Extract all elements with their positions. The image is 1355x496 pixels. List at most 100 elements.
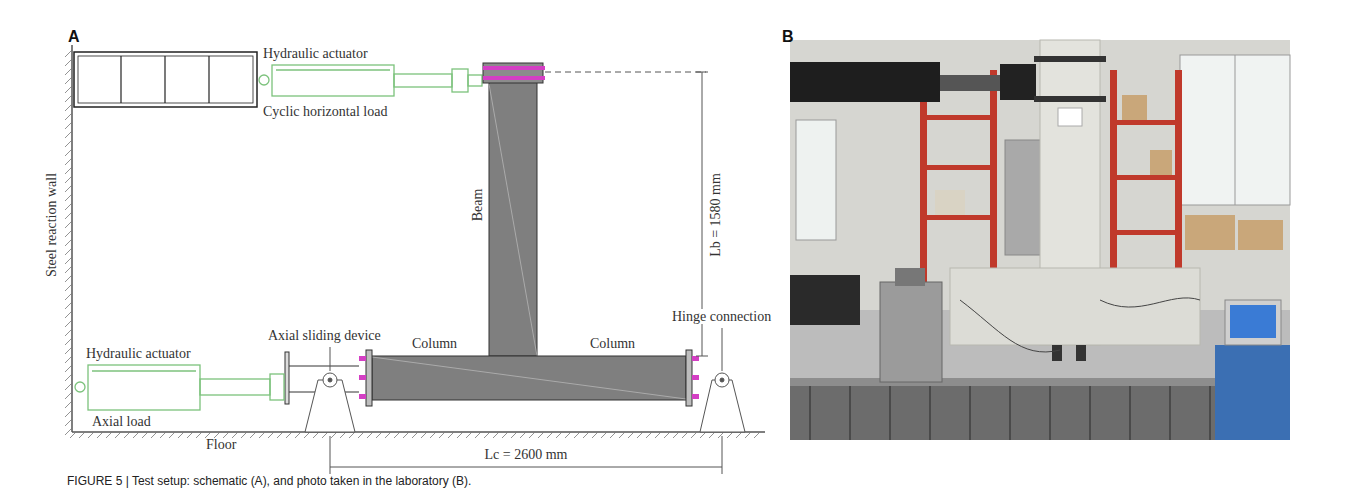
illustration-part <box>65 302 72 309</box>
illustration-part <box>483 76 545 80</box>
illustration-part <box>65 401 72 408</box>
illustration-part <box>969 386 971 440</box>
illustration-part <box>330 436 331 474</box>
illustration-part <box>65 113 72 120</box>
illustration-part <box>208 56 209 103</box>
illustration-part <box>796 120 836 240</box>
illustration-part <box>1225 300 1281 345</box>
part-label: Hinge connection <box>670 309 773 324</box>
illustration-part <box>722 328 723 371</box>
illustration-part <box>700 432 706 438</box>
hinge-support <box>700 328 745 432</box>
illustration-part <box>715 373 729 387</box>
illustration-part <box>92 370 196 371</box>
reaction-frame <box>74 52 257 107</box>
column-member <box>359 350 699 406</box>
illustration-part <box>268 432 274 438</box>
illustration-part <box>65 356 72 363</box>
illustration-part <box>200 379 270 395</box>
illustration-part <box>696 72 708 73</box>
illustration-part <box>65 68 72 75</box>
illustration-part <box>484 432 490 438</box>
illustration-part <box>79 432 85 438</box>
illustration-part <box>394 74 452 87</box>
illustration-part <box>385 432 391 438</box>
illustration-part <box>722 436 723 474</box>
illustration-part <box>276 69 390 70</box>
illustration-part <box>164 56 165 103</box>
part-label: Floor <box>206 437 236 452</box>
illustration-part <box>394 432 400 438</box>
illustration-part <box>646 432 652 438</box>
illustration-part <box>65 410 72 417</box>
illustration-part <box>610 432 616 438</box>
illustration-part <box>65 365 72 372</box>
illustration-part <box>565 432 571 438</box>
illustration-part <box>250 432 256 438</box>
illustration-part <box>277 432 283 438</box>
illustration-part <box>1089 386 1091 440</box>
illustration-part <box>468 75 482 86</box>
axial-actuator <box>75 365 284 410</box>
illustration-part <box>367 432 373 438</box>
dimension-label: Lb = 1580 mm <box>708 173 723 257</box>
illustration-part <box>1129 386 1131 440</box>
illustration-part <box>574 432 580 438</box>
illustration-part <box>935 190 965 215</box>
illustration-part <box>849 386 851 440</box>
sliding-support <box>305 347 355 432</box>
illustration-part <box>330 347 331 371</box>
illustration-part <box>142 432 148 438</box>
illustration-part <box>305 380 355 432</box>
illustration-part <box>889 386 891 440</box>
illustration-part <box>78 56 253 103</box>
illustration-part <box>601 432 607 438</box>
illustration-part <box>65 185 72 192</box>
illustration-part <box>358 432 364 438</box>
illustration-part <box>65 311 72 318</box>
illustration-part <box>692 356 699 361</box>
illustration-part <box>1215 345 1290 440</box>
illustration-part <box>259 75 269 85</box>
illustration-part <box>686 350 692 406</box>
illustration-part <box>65 248 72 255</box>
illustration-part <box>65 320 72 327</box>
illustration-part <box>75 382 85 392</box>
illustration-part <box>1000 64 1036 100</box>
part-label: Steel reaction wall <box>44 173 59 277</box>
illustration-part <box>520 432 526 438</box>
illustration-part <box>289 366 359 367</box>
illustration-part <box>65 194 72 201</box>
illustration-part <box>1235 55 1236 205</box>
illustration-part <box>940 75 1000 91</box>
illustration-part <box>65 374 72 381</box>
illustration-part <box>736 432 742 438</box>
illustration-part <box>376 432 382 438</box>
illustration-part <box>1034 96 1106 102</box>
illustration-part <box>295 432 301 438</box>
illustration-part <box>359 375 366 380</box>
illustration-part <box>1005 140 1043 255</box>
illustration-part <box>349 432 355 438</box>
illustration-part <box>920 115 997 120</box>
illustration-part <box>727 432 733 438</box>
illustration-part <box>65 293 72 300</box>
part-label: Column <box>412 336 457 351</box>
horizontal-actuator <box>259 65 482 96</box>
illustration-part <box>88 432 94 438</box>
illustration-part <box>1230 305 1276 338</box>
illustration-part <box>65 104 72 111</box>
illustration-part <box>65 149 72 156</box>
illustration-part <box>160 432 166 438</box>
illustration-part <box>133 432 139 438</box>
illustration-part <box>65 221 72 228</box>
illustration-part <box>65 266 72 273</box>
illustration-part <box>65 239 72 246</box>
illustration-part <box>259 432 265 438</box>
illustration-part <box>272 65 394 96</box>
illustration-part <box>88 365 200 410</box>
illustration-part <box>1076 345 1086 361</box>
panel-letter: A <box>68 28 80 46</box>
illustration-part <box>372 356 686 400</box>
illustration-part <box>285 352 289 404</box>
